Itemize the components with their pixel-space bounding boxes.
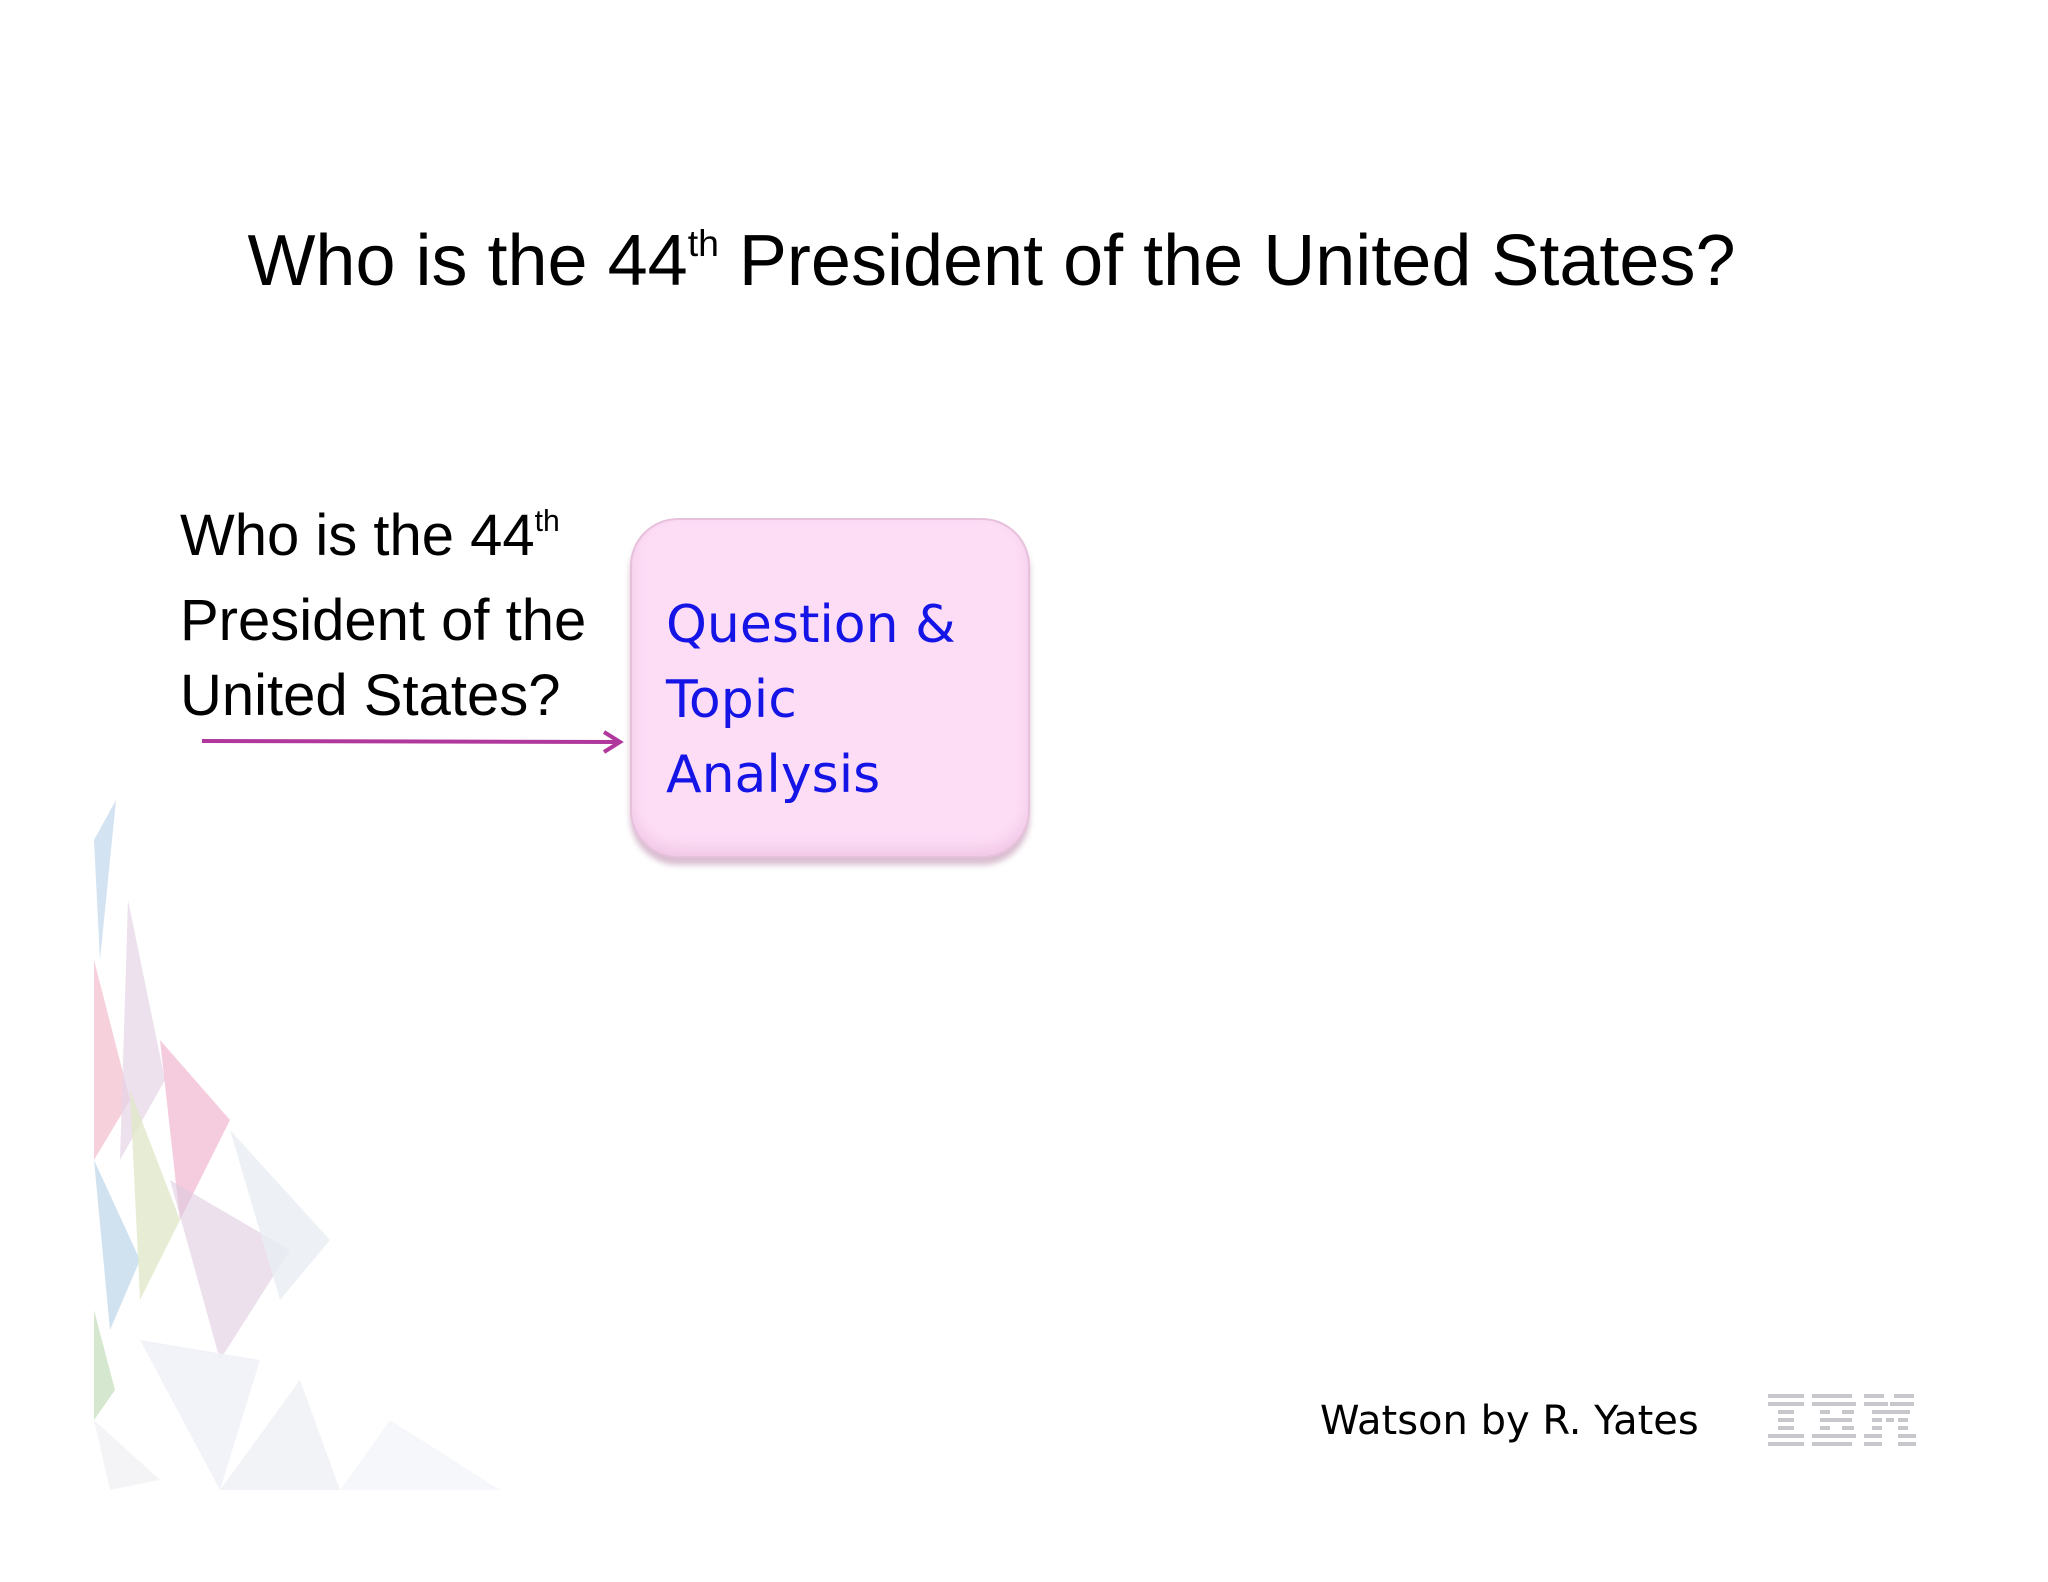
title-suffix: President of the United States? [718, 221, 1736, 301]
question-line-1-text: Who is the 44 [180, 503, 535, 568]
slide-title: Who is the 44th President of the United … [0, 221, 1983, 297]
box-label-line-2: Topic [666, 670, 797, 730]
box-label: Question & Topic Analysis [666, 588, 956, 813]
question-line-2: President of the [180, 588, 587, 653]
input-arrow [201, 730, 624, 754]
ibm-logo [1768, 1394, 1916, 1446]
input-question: Who is the 44th President of the United … [180, 498, 640, 733]
decorative-triangles [94, 800, 500, 1490]
question-superscript: th [534, 505, 560, 539]
question-line-1: Who is the 44th [180, 498, 640, 583]
title-superscript: th [687, 221, 719, 264]
box-label-line-1: Question & [666, 595, 956, 655]
box-label-line-3: Analysis [666, 745, 881, 805]
question-line-3: United States? [180, 663, 561, 728]
title-prefix: Who is the 44 [247, 221, 688, 301]
question-topic-analysis-box: Question & Topic Analysis [630, 518, 1030, 858]
footer-text: Watson by R. Yates [1320, 1398, 1699, 1444]
